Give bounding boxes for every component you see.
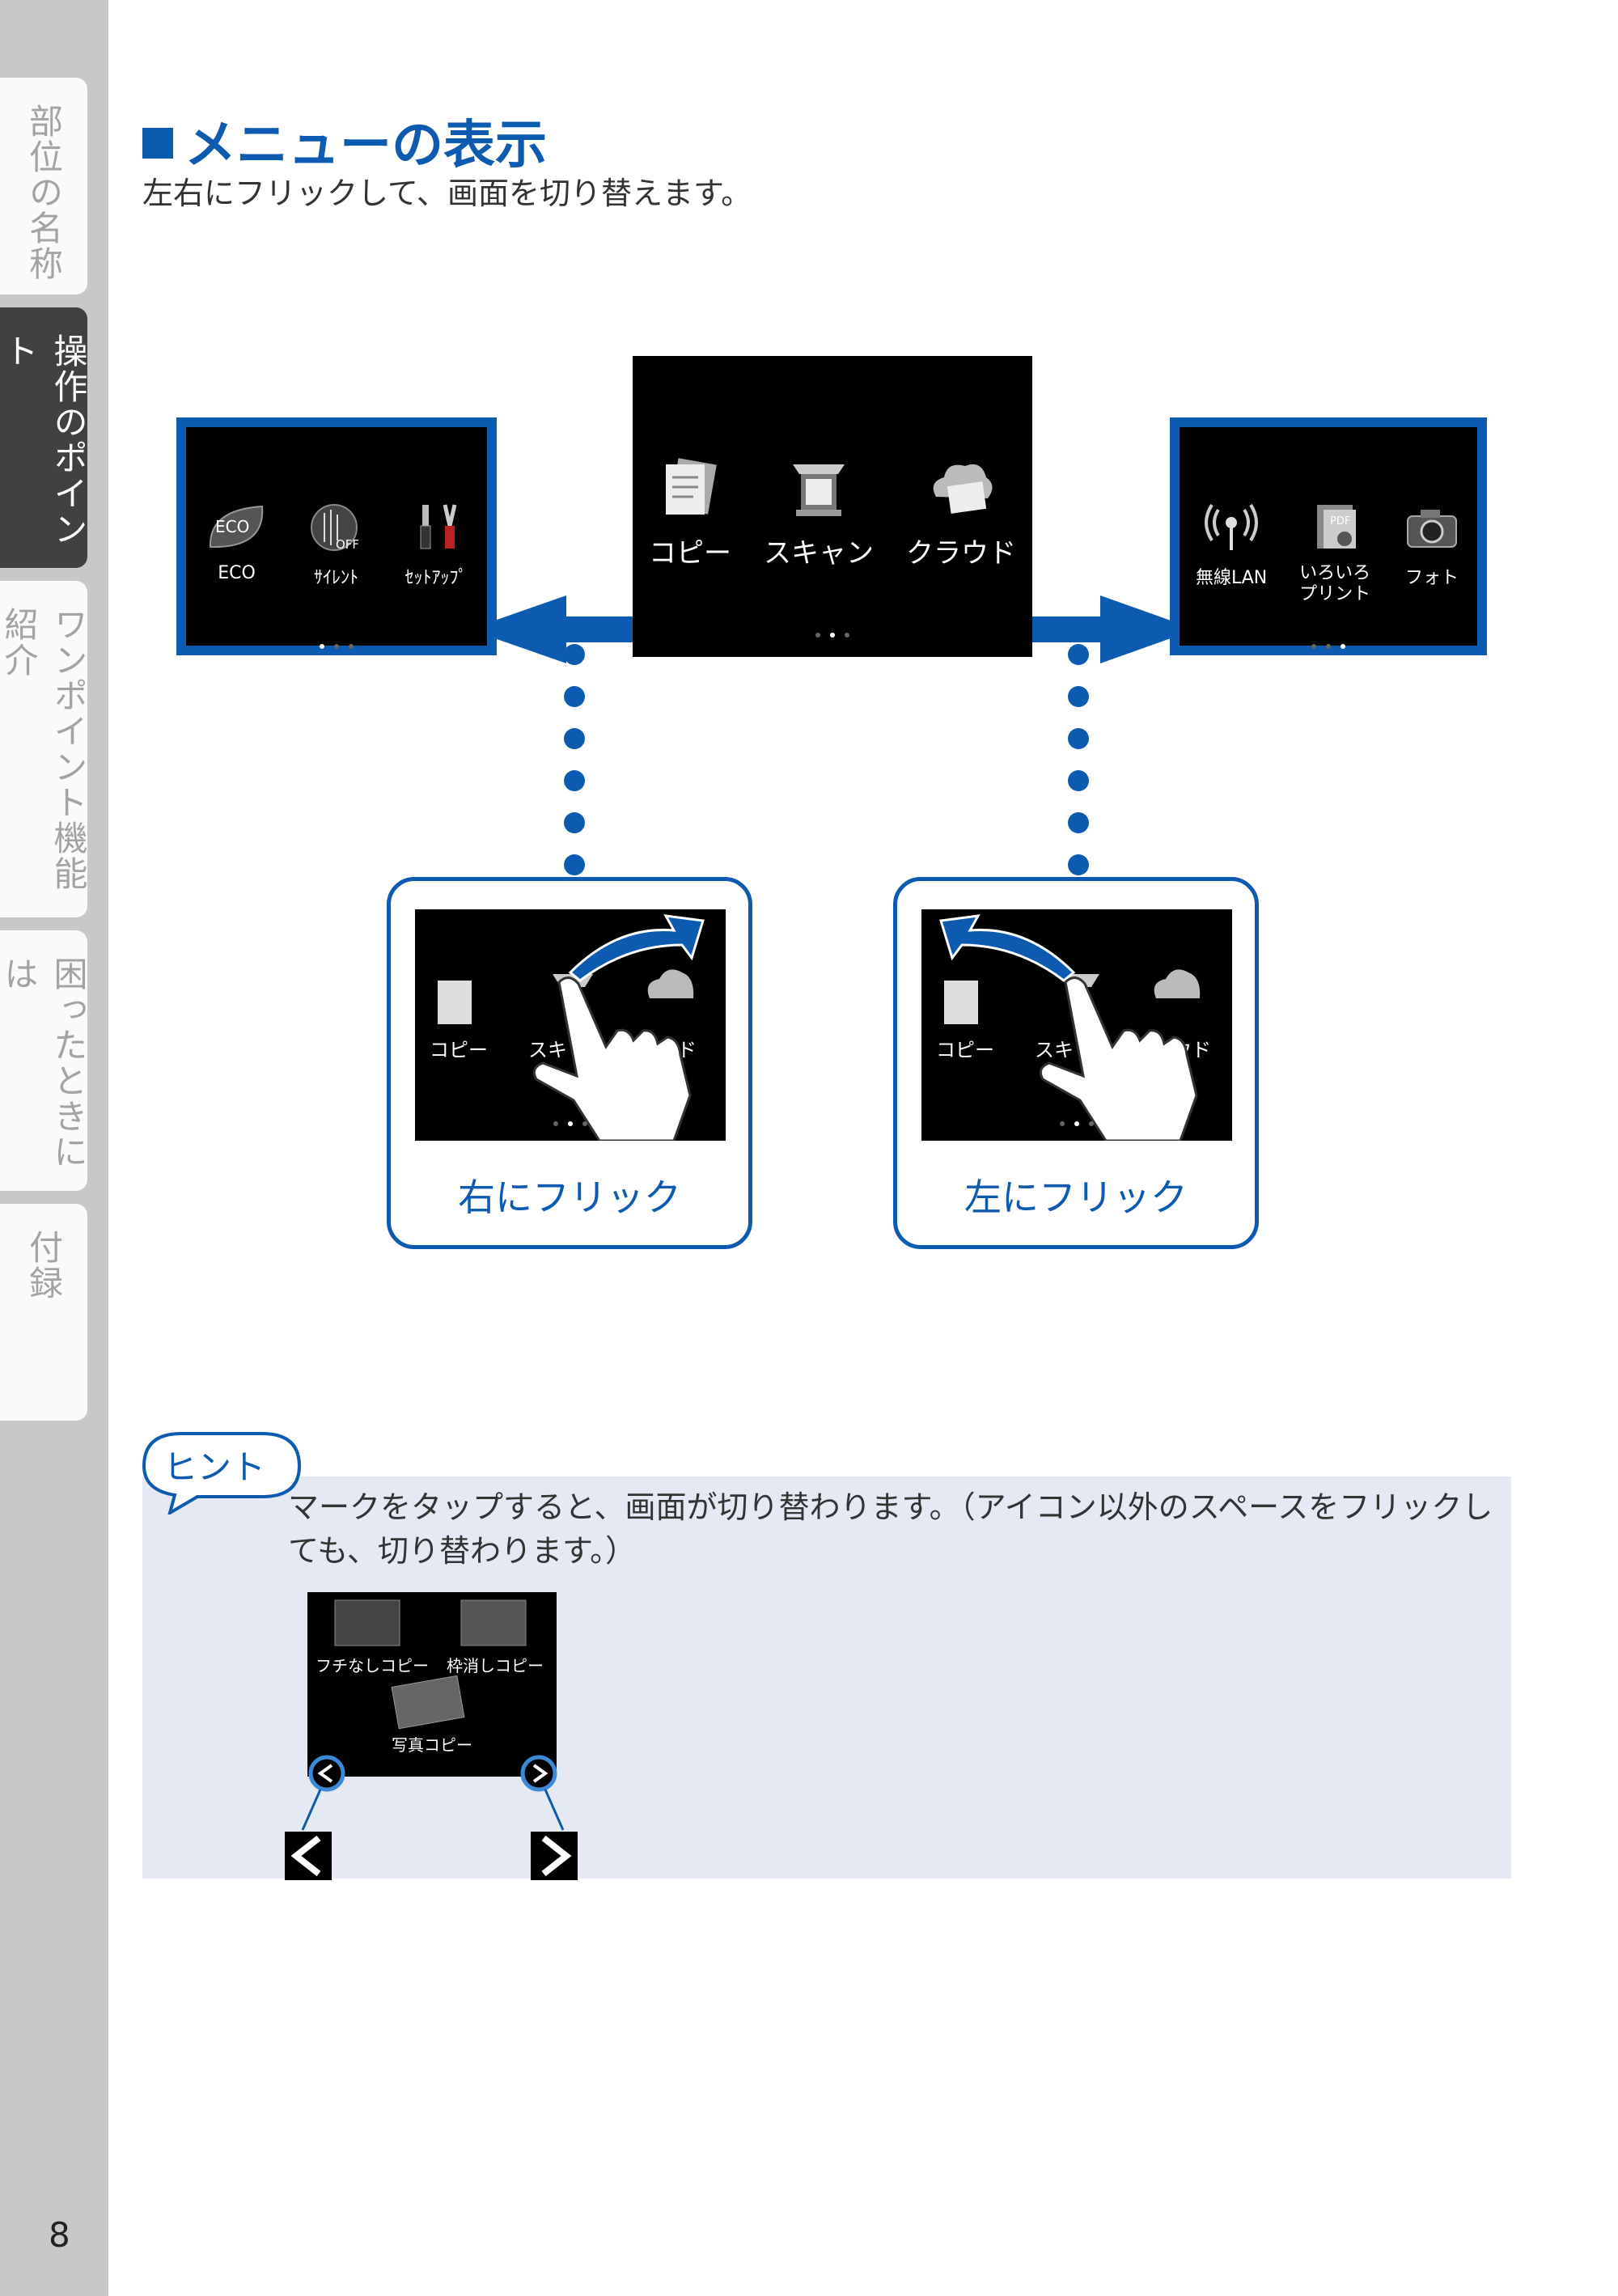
side-tab-appendix[interactable]: 付録	[0, 1204, 87, 1421]
copy-documents-icon	[666, 458, 717, 515]
chevron-left-icon	[290, 1835, 321, 1877]
side-tab-part-names[interactable]: 部位の名称	[0, 78, 87, 294]
side-tab-label: 困ったときには	[0, 956, 88, 1170]
photo-item[interactable]: フォト	[1403, 502, 1461, 605]
flick-gesture-illustration: コピー スキ ラウド	[936, 914, 1211, 1141]
eco-leaf-icon: ECO	[210, 505, 264, 549]
example-copy-screen: フチなしコピー 枠消しコピー 写真コピー	[307, 1592, 557, 1777]
next-button-icon	[520, 1755, 557, 1792]
camera-icon	[1407, 510, 1458, 548]
left-arrow-head-icon	[469, 595, 566, 663]
dotted-connector-right	[1068, 644, 1092, 896]
center-menu-screen: コピー スキャン クラウド	[633, 356, 1032, 657]
side-tab-operation-points[interactable]: 操作のポイント	[0, 307, 88, 568]
right-flick-card: コピー スキ ウド 右にフリック	[387, 877, 752, 1249]
left-flick-caption: 左にフリック	[964, 1176, 1188, 1219]
side-tab-label: 操作のポイント	[0, 333, 88, 547]
page-indicator	[633, 633, 1032, 638]
silent-item[interactable]: OFF ｻｲﾚﾝﾄ	[307, 502, 365, 589]
next-mark-key[interactable]	[531, 1832, 578, 1880]
right-flick-caption: 右にフリック	[458, 1176, 681, 1219]
flick-right-arrow-icon	[568, 914, 705, 982]
page-number: 8	[49, 2215, 70, 2255]
side-tab-one-point-features[interactable]: ワンポイント機能紹介	[0, 581, 88, 917]
eco-item[interactable]: ECO ECO	[205, 502, 267, 589]
svg-text:コピー: コピー	[430, 1039, 488, 1061]
right-arrow-head-icon	[1100, 595, 1196, 663]
pdf-print-icon: PDF	[1317, 505, 1357, 549]
title-square-icon	[142, 128, 173, 159]
page-indicator	[186, 644, 487, 649]
copy-item[interactable]: コピー	[649, 453, 731, 570]
right-menu-screen: 無線LAN PDF いろいろ プリント フォト	[1170, 417, 1487, 655]
section-title: メニューの表示	[142, 104, 547, 178]
right-flick-screen: コピー スキ ウド	[415, 909, 726, 1141]
svg-text:コピー: コピー	[936, 1039, 994, 1061]
side-tab-label: 付録	[23, 1230, 64, 1301]
prev-button-icon	[308, 1755, 345, 1792]
cloud-icon	[933, 464, 993, 514]
cloud-item[interactable]: クラウド	[906, 453, 1016, 570]
flick-arrows	[469, 595, 1196, 663]
side-tab-label: ワンポイント機能紹介	[0, 607, 88, 892]
nav-callouts	[301, 1755, 565, 1831]
page-indicator	[921, 1121, 1232, 1126]
left-flick-card: コピー スキ ラウド 左にフリック	[893, 877, 1259, 1249]
svg-text:ECO: ECO	[215, 517, 249, 536]
page-indicator	[415, 1121, 726, 1126]
hint-bubble-icon	[142, 1432, 301, 1514]
flick-left-arrow-icon	[939, 914, 1076, 982]
dotted-connector-left	[564, 644, 588, 896]
wireless-lan-item[interactable]: 無線LAN	[1196, 502, 1267, 605]
side-tab-troubleshooting[interactable]: 困ったときには	[0, 930, 88, 1191]
hint-label: ヒント	[163, 1447, 266, 1487]
intro-text: 左右にフリックして、画面を切り替えます。	[142, 176, 752, 211]
left-flick-screen: コピー スキ ラウド	[921, 909, 1232, 1141]
hand-icon	[1039, 976, 1198, 1141]
various-print-item[interactable]: PDF いろいろ プリント	[1299, 502, 1370, 605]
tools-icon	[420, 504, 457, 549]
svg-text:OFF: OFF	[336, 537, 359, 552]
svg-text:スキ: スキ	[1035, 1039, 1074, 1061]
hand-icon	[532, 976, 692, 1141]
setup-item[interactable]: ｾｯﾄｱｯﾌﾟ	[404, 502, 467, 589]
silent-icon: OFF	[311, 504, 360, 552]
scanner-icon	[793, 464, 845, 516]
wireless-antenna-icon	[1205, 503, 1259, 550]
chevron-right-icon	[541, 1835, 572, 1877]
flick-gesture-illustration: コピー スキ ウド	[430, 914, 705, 1141]
svg-text:枠消しコピー: 枠消しコピー	[447, 1656, 544, 1675]
left-menu-screen: ECO ECO OFF ｻｲﾚﾝﾄ ｾｯﾄｱｯﾌﾟ	[176, 417, 497, 655]
prev-mark-key[interactable]	[285, 1832, 332, 1880]
svg-text:フチなしコピー: フチなしコピー	[316, 1656, 429, 1675]
side-tab-label: 部位の名称	[23, 104, 64, 282]
svg-text:PDF: PDF	[1330, 515, 1350, 527]
scan-item[interactable]: スキャン	[764, 453, 874, 570]
hint-text: マークをタップすると、画面が切り替わります。（アイコン以外のスペースをフリックし…	[288, 1489, 1493, 1569]
page-indicator	[1180, 644, 1477, 649]
svg-text:写真コピー: 写真コピー	[392, 1735, 472, 1755]
svg-text:スキ: スキ	[528, 1039, 567, 1061]
